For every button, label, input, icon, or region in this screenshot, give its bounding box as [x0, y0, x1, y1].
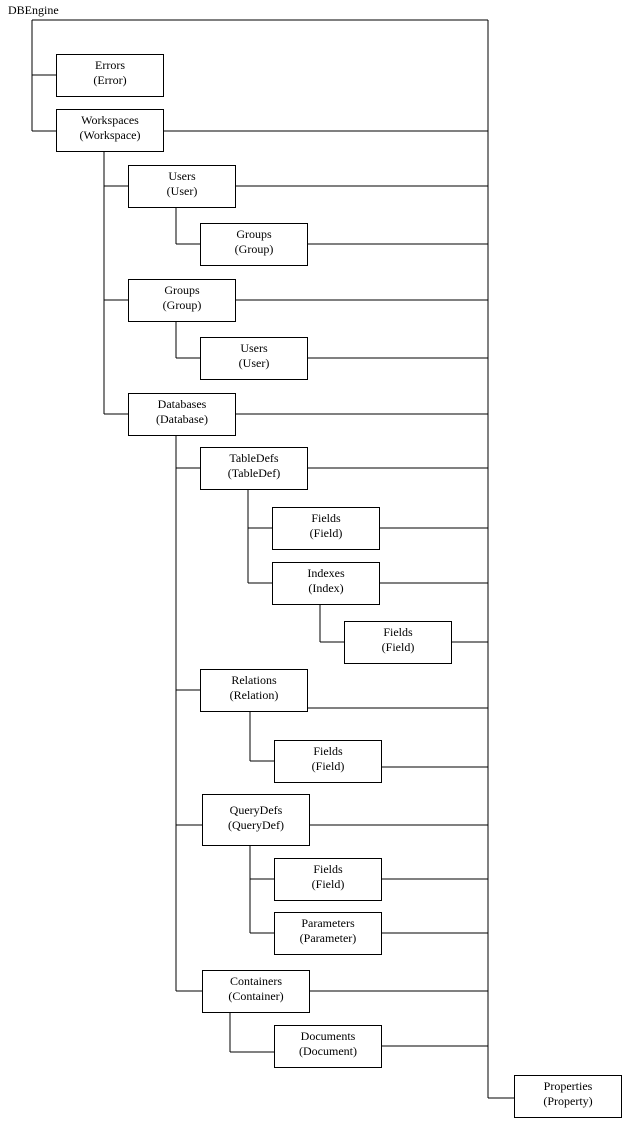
node-parameters-name: Parameters	[301, 916, 355, 930]
node-workspaces-type: (Workspace)	[79, 128, 140, 142]
connector-lines	[31, 19, 514, 1099]
node-tabledefs-fields-name: Fields	[311, 511, 341, 525]
node-properties: Properties (Property)	[514, 1075, 622, 1118]
node-relations-fields-type: (Field)	[312, 759, 345, 773]
node-databases-type: (Database)	[156, 412, 208, 426]
node-errors-type: (Error)	[93, 73, 126, 87]
root-label-dbengine: DBEngine	[8, 3, 59, 17]
node-indexes-name: Indexes	[307, 566, 345, 580]
node-documents-name: Documents	[301, 1029, 356, 1043]
node-querydefs-fields: Fields (Field)	[274, 858, 382, 901]
node-groups-users-type: (User)	[239, 356, 270, 370]
node-groups: Groups (Group)	[128, 279, 236, 322]
node-documents-type: (Document)	[299, 1044, 357, 1058]
node-querydefs-type: (QueryDef)	[228, 818, 284, 832]
node-errors-name: Errors	[95, 58, 125, 72]
node-relations-fields-name: Fields	[313, 744, 343, 758]
node-relations-type: (Relation)	[230, 688, 279, 702]
node-querydefs-name: QueryDefs	[230, 803, 283, 817]
node-indexes-fields: Fields (Field)	[344, 621, 452, 664]
node-querydefs-fields-type: (Field)	[312, 877, 345, 891]
node-tabledefs-fields: Fields (Field)	[272, 507, 380, 550]
node-groups-users: Users (User)	[200, 337, 308, 380]
node-indexes: Indexes (Index)	[272, 562, 380, 605]
node-users-type: (User)	[167, 184, 198, 198]
node-containers-name: Containers	[230, 974, 282, 988]
node-querydefs-fields-name: Fields	[313, 862, 343, 876]
node-groups-name: Groups	[164, 283, 200, 297]
node-users-groups-name: Groups	[236, 227, 272, 241]
node-databases-name: Databases	[158, 397, 207, 411]
node-relations-name: Relations	[231, 673, 277, 687]
node-workspaces-name: Workspaces	[81, 113, 139, 127]
node-tabledefs-type: (TableDef)	[228, 466, 280, 480]
node-containers-type: (Container)	[228, 989, 283, 1003]
node-workspaces: Workspaces (Workspace)	[56, 109, 164, 152]
node-querydefs: QueryDefs (QueryDef)	[202, 794, 310, 846]
node-containers: Containers (Container)	[202, 970, 310, 1013]
node-properties-type: (Property)	[543, 1094, 592, 1108]
node-users-groups-type: (Group)	[235, 242, 274, 256]
node-documents: Documents (Document)	[274, 1025, 382, 1068]
node-databases: Databases (Database)	[128, 393, 236, 436]
node-properties-name: Properties	[544, 1079, 593, 1093]
node-tabledefs-name: TableDefs	[229, 451, 278, 465]
node-relations-fields: Fields (Field)	[274, 740, 382, 783]
node-relations: Relations (Relation)	[200, 669, 308, 712]
node-parameters: Parameters (Parameter)	[274, 912, 382, 955]
node-groups-type: (Group)	[163, 298, 202, 312]
node-groups-users-name: Users	[240, 341, 268, 355]
node-errors: Errors (Error)	[56, 54, 164, 97]
node-users: Users (User)	[128, 165, 236, 208]
node-indexes-type: (Index)	[308, 581, 343, 595]
node-parameters-type: (Parameter)	[300, 931, 357, 945]
node-users-groups: Groups (Group)	[200, 223, 308, 266]
node-tabledefs-fields-type: (Field)	[310, 526, 343, 540]
node-users-name: Users	[168, 169, 196, 183]
node-tabledefs: TableDefs (TableDef)	[200, 447, 308, 490]
node-indexes-fields-name: Fields	[383, 625, 413, 639]
node-indexes-fields-type: (Field)	[382, 640, 415, 654]
